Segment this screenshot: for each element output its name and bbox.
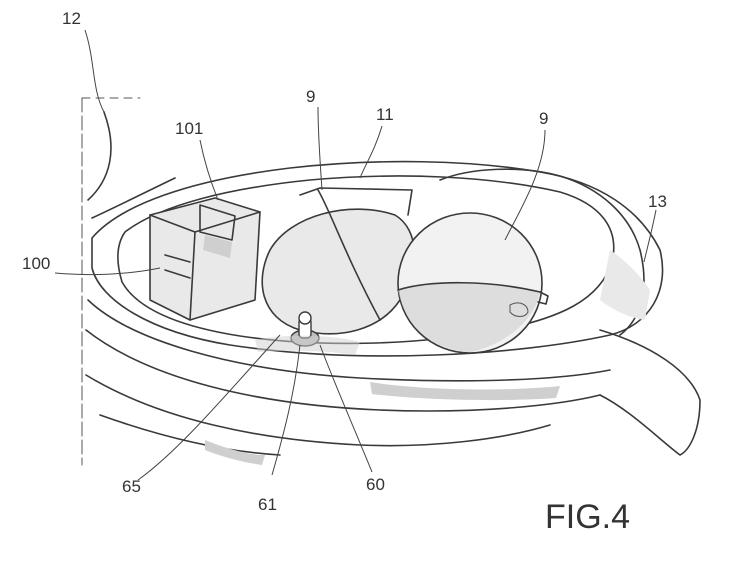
body-band-1 — [87, 299, 611, 382]
lower-slot — [370, 382, 560, 401]
storage-rim-inner — [117, 175, 615, 345]
seat-fragment — [87, 111, 176, 219]
reference-numeral-12: 12 — [62, 9, 81, 28]
reference-numeral-13: 13 — [648, 192, 667, 211]
body-band-3 — [85, 374, 551, 447]
reference-numeral-60: 60 — [366, 475, 385, 494]
lock-cylinder — [255, 311, 360, 355]
body-band-2 — [85, 329, 601, 412]
body-band-4 — [99, 414, 281, 456]
storage-rim-outer — [91, 160, 664, 357]
helmet-front — [262, 209, 415, 334]
electrical-box — [149, 197, 261, 321]
reference-numeral-100: 100 — [22, 254, 51, 273]
reference-numeral-9-left: 9 — [306, 87, 316, 106]
reference-numeral-61: 61 — [258, 495, 277, 514]
reference-numeral-101: 101 — [175, 119, 204, 138]
rear-cowl-panel — [600, 250, 650, 320]
leader-lines — [54, 29, 657, 481]
frame-edge-line — [81, 97, 141, 466]
helmet-rear — [397, 212, 549, 354]
helmet-front-strap — [299, 187, 413, 321]
reference-numeral-65: 65 — [122, 477, 141, 496]
under-tray — [205, 440, 265, 465]
reference-numeral-11: 11 — [376, 105, 394, 124]
figure-label: FIG.4 — [545, 498, 631, 536]
reference-numeral-9-right: 9 — [539, 109, 549, 128]
